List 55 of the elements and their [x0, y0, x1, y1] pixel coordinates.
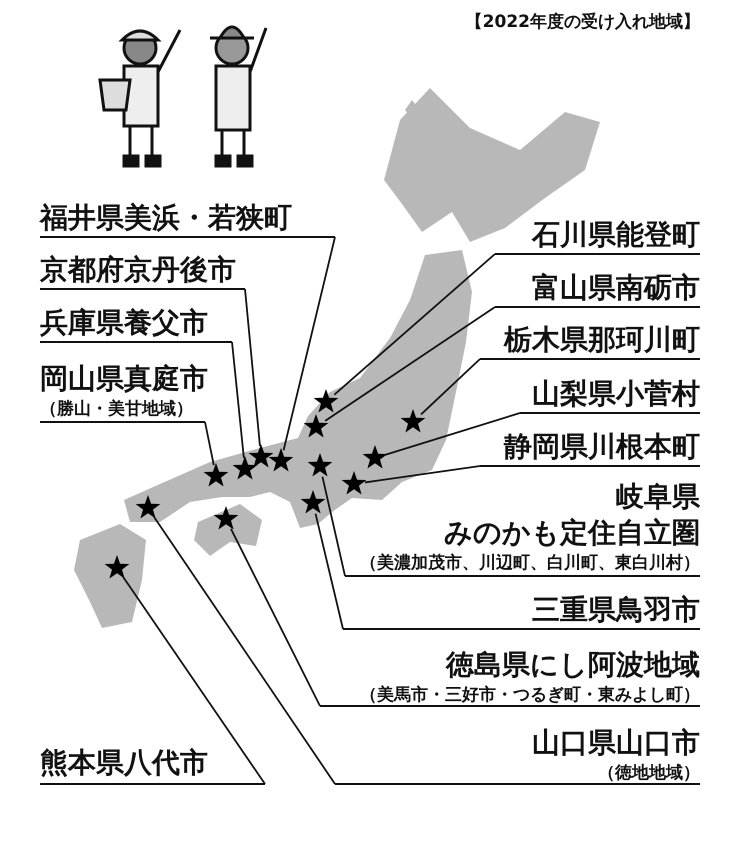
star-marker [313, 389, 339, 415]
place-name: 石川県能登町 [530, 217, 700, 253]
leader-line [122, 576, 266, 784]
underlined-label [40, 200, 335, 238]
leader-line [231, 342, 245, 458]
star-marker [341, 471, 367, 497]
area-note: （勝山・美甘地域） [40, 398, 194, 421]
star-marker [104, 555, 130, 581]
leader-line [420, 358, 481, 416]
leader-line [334, 253, 496, 396]
area-note: （徳地地域） [597, 762, 700, 785]
heading: 【2022年度の受け入れ地域】 [466, 11, 700, 33]
leader-line [282, 236, 336, 451]
place-name: 山梨県小菅村 [531, 376, 700, 412]
place-name: 三重県鳥羽市 [531, 592, 700, 628]
star-marker [362, 445, 388, 471]
place-name: 富山県南砺市 [531, 270, 700, 306]
place-name: 山口県山口市 [531, 725, 700, 761]
leader-line [322, 476, 346, 576]
leader-line [204, 422, 215, 466]
star-marker [232, 456, 258, 482]
star-marker [268, 448, 294, 474]
leader-line [153, 516, 336, 784]
star-marker [203, 463, 229, 489]
underlined-label [335, 725, 700, 785]
star-marker [135, 495, 161, 521]
place-name: 熊本県八代市 [40, 745, 209, 781]
leader-line [364, 465, 480, 484]
underlined-label [495, 217, 700, 255]
leader-line [385, 412, 520, 456]
place-name: 徳島県にし阿波地域 [444, 647, 700, 683]
place-name: 栃木県那珂川町 [502, 322, 700, 358]
underlined-label [343, 592, 700, 630]
star-marker [303, 414, 329, 440]
place-name: 岐阜県 [615, 479, 700, 515]
place-name: 静岡県川根本町 [502, 429, 700, 465]
place-name: みのかも定住自立圏 [443, 515, 700, 551]
leader-line [244, 288, 261, 446]
place-name: 兵庫県養父市 [40, 305, 209, 341]
leader-line [230, 528, 321, 706]
underlined-label [495, 270, 700, 308]
star-marker [213, 506, 239, 532]
place-name: 岡山県真庭市 [40, 361, 205, 397]
leader-line [314, 514, 344, 630]
star-marker [400, 409, 426, 435]
star-marker [307, 453, 333, 479]
underlined-label [40, 745, 265, 785]
place-name: 福井県美浜・若狭町 [40, 200, 293, 236]
underlined-label [40, 305, 232, 343]
leader-line [324, 306, 496, 422]
area-note: （美馬市・三好市・つるぎ町・東みよし町） [359, 684, 700, 707]
star-marker [300, 490, 326, 516]
place-name: 京都府京丹後市 [40, 252, 237, 288]
star-marker [248, 444, 274, 470]
area-note: （美濃加茂市、川辺町、白川町、東白川村） [359, 552, 700, 575]
